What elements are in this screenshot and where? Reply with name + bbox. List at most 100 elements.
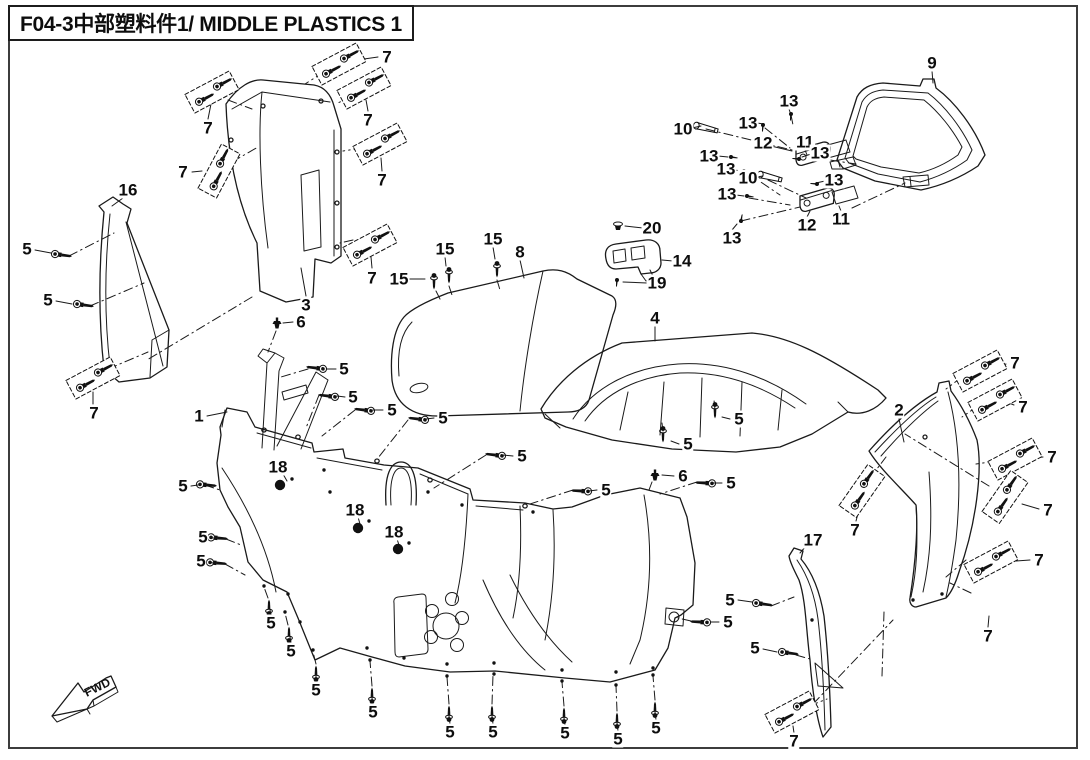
part-label-4: 4	[649, 308, 661, 328]
fastener-label-5: 5	[310, 680, 322, 700]
fastener-label-5: 5	[725, 473, 737, 493]
bolt-5-icon	[72, 299, 96, 311]
fastener-label-5: 5	[600, 480, 612, 500]
screw-kit-7-icon	[353, 123, 407, 165]
fastener-label-5: 5	[650, 718, 662, 738]
part-label-9: 9	[926, 53, 938, 73]
screw-13-icon	[759, 122, 766, 133]
part-4-console	[540, 332, 887, 453]
part-label-2: 2	[893, 400, 905, 420]
fastener-label-14: 14	[671, 251, 693, 271]
fastener-label-5: 5	[265, 613, 277, 633]
fastener-label-13: 13	[823, 170, 845, 190]
fastener-label-7: 7	[366, 268, 378, 288]
screw-19-icon	[613, 277, 620, 288]
fastener-label-13: 13	[778, 91, 800, 111]
part-8-panel	[390, 269, 617, 417]
fastener-label-7: 7	[381, 47, 393, 67]
fastener-label-5: 5	[195, 551, 207, 571]
fastener-label-7: 7	[1009, 353, 1021, 373]
screw-15-icon	[429, 272, 439, 291]
screw-kit-7-icon	[765, 691, 819, 733]
leader-lines-solid	[34, 56, 1044, 734]
bolt-5-icon	[206, 532, 229, 544]
fastener-label-7: 7	[849, 520, 861, 540]
fastener-label-11: 11	[831, 209, 851, 229]
screw-5-icon	[710, 401, 720, 420]
clip-6-icon	[271, 316, 283, 330]
fastener-label-5: 5	[612, 729, 624, 749]
fastener-label-13: 13	[698, 146, 720, 166]
fastener-label-5: 5	[733, 409, 745, 429]
fastener-label-12: 12	[796, 215, 818, 235]
fastener-icons	[50, 249, 801, 730]
plug-18-icons	[274, 477, 411, 555]
fastener-label-5: 5	[444, 722, 456, 742]
fastener-label-7: 7	[982, 626, 994, 646]
fastener-label-7: 7	[1033, 550, 1045, 570]
fastener-label-7: 7	[202, 118, 214, 138]
bolt-5-icon	[195, 479, 218, 491]
fastener-label-5: 5	[338, 359, 350, 379]
fastener-label-10: 10	[672, 119, 694, 139]
part-label-3: 3	[300, 295, 312, 315]
part-2-panel	[868, 380, 980, 608]
screw-5-icon	[444, 704, 454, 723]
fastener-label-12: 12	[752, 133, 774, 153]
fastener-label-5: 5	[749, 638, 761, 658]
fastener-label-5: 5	[177, 476, 189, 496]
cap-20-icon	[613, 221, 623, 227]
fastener-label-7: 7	[88, 403, 100, 423]
part-16-panel	[98, 196, 170, 383]
page-border	[8, 5, 1078, 749]
fastener-label-6: 6	[677, 466, 689, 486]
part-9-panel	[829, 78, 986, 191]
fastener-label-13: 13	[716, 184, 738, 204]
screw-5-icon	[658, 425, 668, 444]
bolt-5-icon	[205, 557, 228, 569]
fastener-label-13: 13	[715, 159, 737, 179]
fwd-arrow: FWD	[51, 675, 119, 723]
fastener-label-20: 20	[641, 218, 663, 238]
screw-5-icon	[311, 664, 321, 683]
bolt-5-icon	[50, 249, 74, 261]
fastener-label-5: 5	[21, 239, 33, 259]
screw-kit-7-icon	[839, 464, 885, 517]
fastener-label-5: 5	[285, 641, 297, 661]
fastener-label-7: 7	[788, 731, 800, 751]
part-label-16: 16	[117, 180, 139, 200]
part-14-bracket	[604, 221, 662, 288]
screw-5-icon	[612, 711, 622, 730]
fastener-label-7: 7	[1042, 500, 1054, 520]
fastener-label-13: 13	[737, 113, 759, 133]
part-label-1: 1	[193, 406, 205, 426]
fastener-label-18: 18	[383, 522, 405, 542]
screw-15-icon	[492, 260, 502, 279]
bolt-5-icon	[304, 362, 328, 374]
fastener-label-15: 15	[388, 269, 410, 289]
bolt-5-icon	[570, 486, 593, 496]
part-1-floor-panel	[216, 348, 696, 687]
screw-kit-7-icon	[982, 470, 1028, 523]
bolt-5-icon	[777, 647, 801, 659]
fastener-label-5: 5	[682, 434, 694, 454]
bolt-5-icon	[694, 478, 717, 488]
fastener-label-7: 7	[177, 162, 189, 182]
part-label-8: 8	[514, 242, 526, 262]
fastener-label-15: 15	[434, 239, 456, 259]
clip-6-icon	[649, 468, 661, 482]
fastener-label-5: 5	[197, 527, 209, 547]
fastener-label-13: 13	[721, 228, 743, 248]
screw-5-icon	[650, 700, 660, 719]
fastener-label-5: 5	[487, 722, 499, 742]
screw-kit-7-icon	[343, 224, 397, 266]
bolt-5-icon	[689, 617, 712, 627]
screw-kit-7-icon	[312, 43, 366, 85]
fastener-label-5: 5	[437, 408, 449, 428]
fastener-label-5: 5	[516, 446, 528, 466]
fastener-label-19: 19	[646, 273, 668, 293]
fastener-label-15: 15	[482, 229, 504, 249]
screw-5-icon	[367, 686, 377, 705]
screw-kit-7-icon	[337, 67, 391, 109]
